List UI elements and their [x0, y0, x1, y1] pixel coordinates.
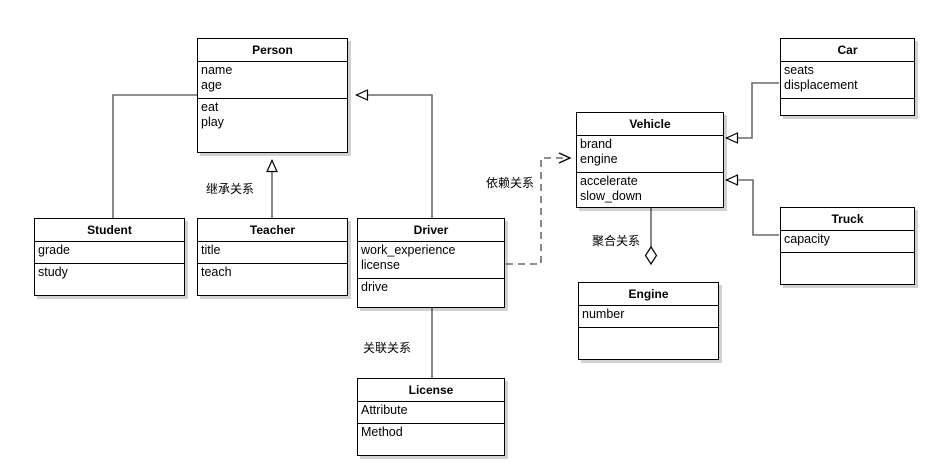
class-box-engine[interactable]: Engine number: [578, 282, 719, 360]
class-attributes-teacher: title: [198, 242, 347, 264]
attribute-row: Attribute: [361, 403, 408, 417]
class-box-teacher[interactable]: Teacher title teach: [197, 218, 348, 296]
attribute-row: license: [361, 258, 400, 272]
class-box-license[interactable]: License Attribute Method: [357, 378, 505, 456]
class-box-vehicle[interactable]: Vehicle brand engine accelerate slow_dow…: [576, 112, 724, 208]
class-box-truck[interactable]: Truck capacity: [780, 207, 915, 285]
attribute-row: brand: [580, 137, 612, 151]
class-title-person: Person: [198, 39, 347, 62]
class-title-driver: Driver: [358, 219, 504, 242]
class-methods-car: [781, 99, 914, 101]
class-methods-teacher: teach: [198, 264, 347, 281]
class-attributes-car: seats displacement: [781, 62, 914, 99]
method-row: accelerate: [580, 174, 638, 188]
method-row: play: [201, 115, 224, 129]
class-attributes-license: Attribute: [358, 402, 504, 424]
method-row: Method: [361, 425, 403, 439]
edge-label-aggregation: 聚合关系: [592, 234, 641, 248]
class-methods-driver: drive: [358, 279, 504, 296]
class-methods-student: study: [35, 264, 184, 281]
attribute-row: name: [201, 63, 233, 77]
class-methods-engine: [579, 328, 718, 330]
class-box-person[interactable]: Person name age eat play: [197, 38, 348, 153]
class-title-teacher: Teacher: [198, 219, 347, 242]
class-title-vehicle: Vehicle: [577, 113, 723, 136]
edge-driver-depends-vehicle: [506, 152, 572, 265]
class-box-driver[interactable]: Driver work_experience license drive: [357, 218, 505, 308]
method-row: teach: [201, 265, 232, 279]
class-title-car: Car: [781, 39, 914, 62]
class-methods-truck: [781, 253, 914, 255]
method-row: drive: [361, 280, 389, 294]
attribute-row: seats: [784, 63, 814, 77]
class-attributes-driver: work_experience license: [358, 242, 504, 279]
attribute-row: age: [201, 78, 222, 92]
edge-driver-inherits-person: [355, 89, 433, 218]
class-attributes-vehicle: brand engine: [577, 136, 723, 173]
class-title-license: License: [358, 379, 504, 402]
class-methods-vehicle: accelerate slow_down: [577, 173, 723, 205]
class-methods-license: Method: [358, 424, 504, 441]
attribute-row: work_experience: [361, 243, 456, 257]
class-box-car[interactable]: Car seats displacement: [780, 38, 915, 116]
class-attributes-student: grade: [35, 242, 184, 264]
class-methods-person: eat play: [198, 99, 347, 131]
class-title-student: Student: [35, 219, 184, 242]
attribute-row: engine: [580, 152, 618, 166]
class-title-engine: Engine: [579, 283, 718, 306]
method-row: eat: [201, 100, 219, 114]
attribute-row: title: [201, 243, 221, 257]
class-attributes-truck: capacity: [781, 231, 914, 253]
attribute-row: grade: [38, 243, 70, 257]
edge-label-inheritance: 继承关系: [206, 182, 255, 196]
class-box-student[interactable]: Student grade study: [34, 218, 185, 296]
class-title-truck: Truck: [781, 208, 914, 231]
edge-truck-inherits-vehicle: [725, 174, 779, 236]
attribute-row: displacement: [784, 78, 858, 92]
edge-label-association: 关联关系: [363, 341, 412, 355]
attribute-row: number: [582, 307, 625, 321]
method-row: study: [38, 265, 68, 279]
class-attributes-person: name age: [198, 62, 347, 99]
edge-car-inherits-vehicle: [725, 82, 779, 144]
class-attributes-engine: number: [579, 306, 718, 328]
attribute-row: capacity: [784, 232, 830, 246]
edge-label-dependency: 依赖关系: [486, 176, 535, 190]
method-row: slow_down: [580, 189, 642, 203]
